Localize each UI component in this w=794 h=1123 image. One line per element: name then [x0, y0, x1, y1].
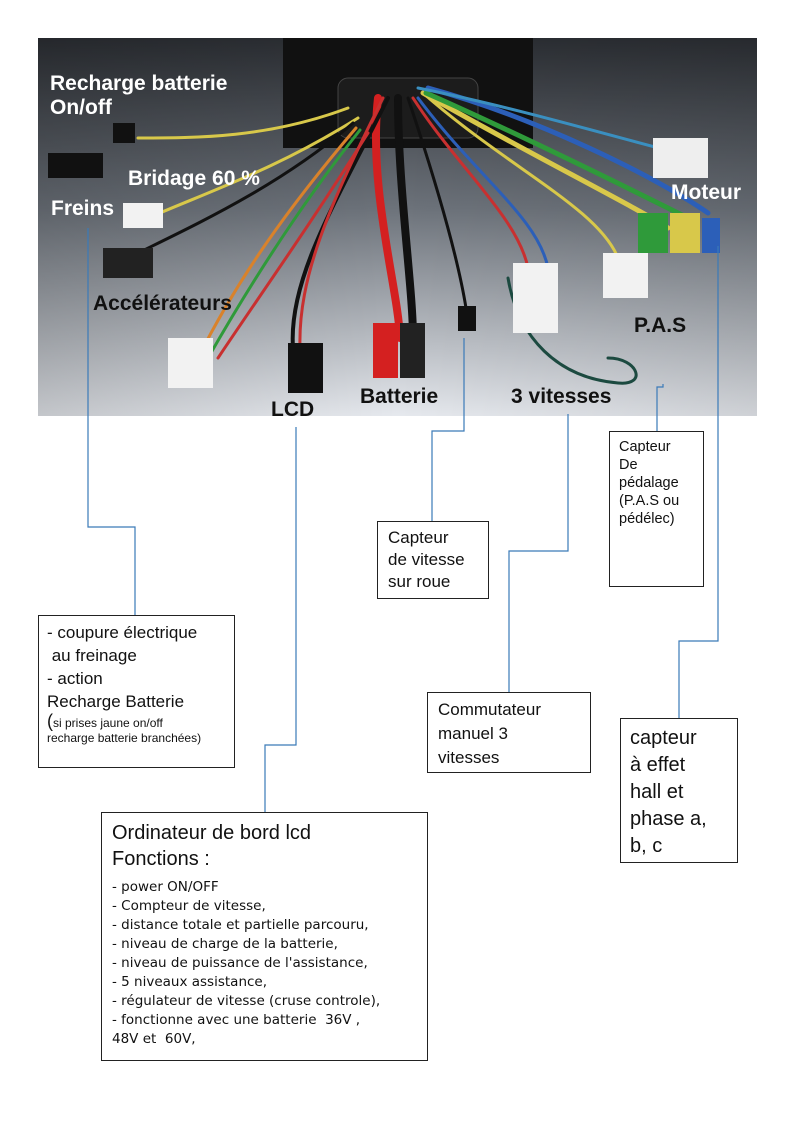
capteur-vitesse-line: sur roue: [388, 572, 451, 591]
label-bridage: Bridage 60 %: [128, 167, 260, 190]
function-item: - 5 niveaux assistance,: [112, 974, 268, 990]
function-item: - régulateur de vitesse (cruse controle)…: [112, 993, 381, 1009]
freins-note-line1: si prises jaune on/off: [53, 716, 163, 730]
freins-line: - coupure électrique: [47, 623, 198, 642]
label-lcd: LCD: [271, 398, 315, 416]
label-3-vitesses: 3 vitesses: [511, 385, 612, 408]
function-item: 48V et 60V,: [112, 1031, 196, 1047]
freins-note: (si prises jaune on/off: [47, 711, 234, 731]
capteur-vitesse-line: Capteur: [388, 528, 449, 547]
function-item: - power ON/OFF: [112, 879, 219, 895]
capteur-pedalage-line: pédélec): [619, 511, 675, 527]
label-batterie: Batterie: [360, 385, 439, 408]
freins-line: au freinage: [47, 646, 137, 665]
freins-note-line2: recharge batterie branchées): [47, 731, 202, 745]
ordinateur-box: Ordinateur de bord lcd Fonctions : - pow…: [101, 812, 428, 1061]
ordinateur-subtitle: Fonctions :: [112, 848, 210, 870]
commutateur-line: vitesses: [438, 748, 500, 767]
hall-line: capteur: [630, 727, 697, 749]
capteur-pedalage-box: Capteur De pédalage (P.A.S ou pédélec): [609, 431, 704, 587]
label-recharge-line1: Recharge batterie: [50, 72, 228, 95]
label-accelerateurs: Accélérateurs: [93, 292, 232, 315]
freins-line: Recharge Batterie: [47, 692, 185, 711]
label-freins: Freins: [51, 197, 115, 220]
hall-line: hall et: [630, 781, 684, 803]
hall-line: phase a,: [630, 808, 707, 830]
wiring-harness-illustration: [38, 38, 757, 416]
commutateur-line: Commutateur: [438, 700, 541, 719]
ordinateur-function-list: - power ON/OFF - Compteur de vitesse, - …: [112, 878, 427, 1049]
controller-photo: Recharge batterie On/off Bridage 60 % Fr…: [38, 38, 757, 416]
freins-note-paren: (: [47, 711, 53, 731]
capteur-vitesse-box: Capteur de vitesse sur roue: [377, 521, 489, 599]
capteur-pedalage-line: De: [619, 457, 638, 473]
function-item: - niveau de charge de la batterie,: [112, 936, 338, 952]
line-freins: [87, 228, 136, 615]
capteur-pedalage-line: Capteur: [619, 439, 671, 455]
capteur-vitesse-line: de vitesse: [388, 550, 465, 569]
label-pas: P.A.S: [634, 314, 687, 337]
function-item: - Compteur de vitesse,: [112, 898, 266, 914]
label-moteur: Moteur: [671, 181, 741, 204]
line-capteur-vitesse: [431, 338, 465, 522]
function-item: - distance totale et partielle parcouru,: [112, 917, 369, 933]
ordinateur-title: Ordinateur de bord lcd: [112, 822, 312, 844]
line-lcd: [264, 427, 297, 812]
capteur-pedalage-line: (P.A.S ou: [619, 493, 680, 509]
hall-line: b, c: [630, 835, 663, 857]
hall-sensor-box: capteur à effet hall et phase a, b, c: [620, 718, 738, 863]
capteur-pedalage-line: pédalage: [619, 475, 679, 491]
function-item: - fonctionne avec une batterie 36V ,: [112, 1012, 361, 1028]
label-recharge-batterie: Recharge batterie On/off: [50, 72, 227, 120]
label-recharge-line2: On/off: [50, 96, 112, 119]
commutateur-box: Commutateur manuel 3 vitesses: [427, 692, 591, 773]
line-moteur: [678, 246, 719, 718]
freins-box: - coupure électrique au freinage - actio…: [38, 615, 235, 768]
commutateur-line: manuel 3: [438, 724, 508, 743]
line-pas: [656, 384, 664, 431]
freins-line: - action: [47, 669, 103, 688]
function-item: - niveau de puissance de l'assistance,: [112, 955, 368, 971]
hall-line: à effet: [630, 754, 686, 776]
line-commutateur: [508, 414, 569, 692]
